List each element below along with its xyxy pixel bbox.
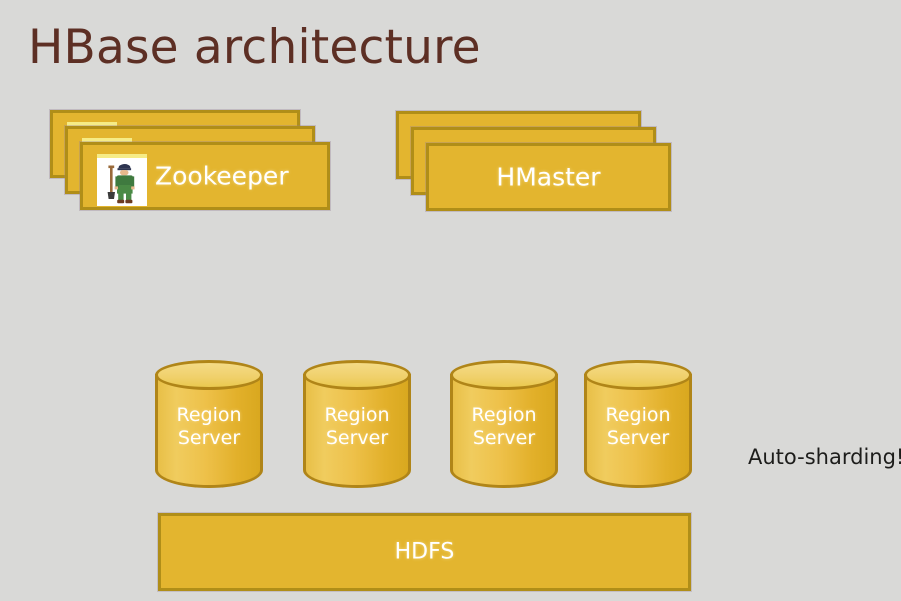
- cylinder-top: [450, 360, 558, 390]
- cylinder-body: [450, 374, 558, 488]
- region-server-label-line1: Region: [471, 403, 537, 426]
- region-server-label-line1: Region: [324, 403, 390, 426]
- region-server-label: Region Server: [450, 404, 558, 450]
- auto-sharding-annotation: Auto-sharding!: [748, 445, 901, 469]
- region-server-cylinder-4[interactable]: Region Server: [584, 360, 692, 488]
- cylinder-body: [155, 374, 263, 488]
- region-server-label-line1: Region: [605, 403, 671, 426]
- region-server-label: Region Server: [303, 404, 411, 450]
- zookeeper-box-front[interactable]: Zookeeper: [80, 142, 330, 210]
- page-title: HBase architecture: [28, 20, 481, 75]
- hmaster-label: HMaster: [496, 162, 601, 192]
- region-server-label-line1: Region: [176, 403, 242, 426]
- zookeeper-stack: Zookeeper: [50, 110, 360, 210]
- region-server-label: Region Server: [584, 404, 692, 450]
- hmaster-box-front[interactable]: HMaster: [426, 143, 671, 211]
- region-server-label-line2: Server: [325, 426, 389, 449]
- zookeeper-label: Zookeeper: [155, 161, 289, 191]
- cylinder-body: [584, 374, 692, 488]
- region-server-label-line2: Server: [606, 426, 670, 449]
- region-server-label-line2: Server: [472, 426, 536, 449]
- hdfs-box[interactable]: HDFS: [158, 513, 691, 591]
- cylinder-top: [584, 360, 692, 390]
- cylinder-body: [303, 374, 411, 488]
- hdfs-label: HDFS: [394, 539, 455, 565]
- zookeeper-person-icon: [97, 154, 147, 206]
- region-server-label: Region Server: [155, 404, 263, 450]
- region-server-cylinder-3[interactable]: Region Server: [450, 360, 558, 488]
- region-server-cylinder-2[interactable]: Region Server: [303, 360, 411, 488]
- cylinder-top: [303, 360, 411, 390]
- region-server-label-line2: Server: [177, 426, 241, 449]
- hmaster-stack: HMaster: [396, 111, 696, 211]
- cylinder-top: [155, 360, 263, 390]
- region-server-cylinder-1[interactable]: Region Server: [155, 360, 263, 488]
